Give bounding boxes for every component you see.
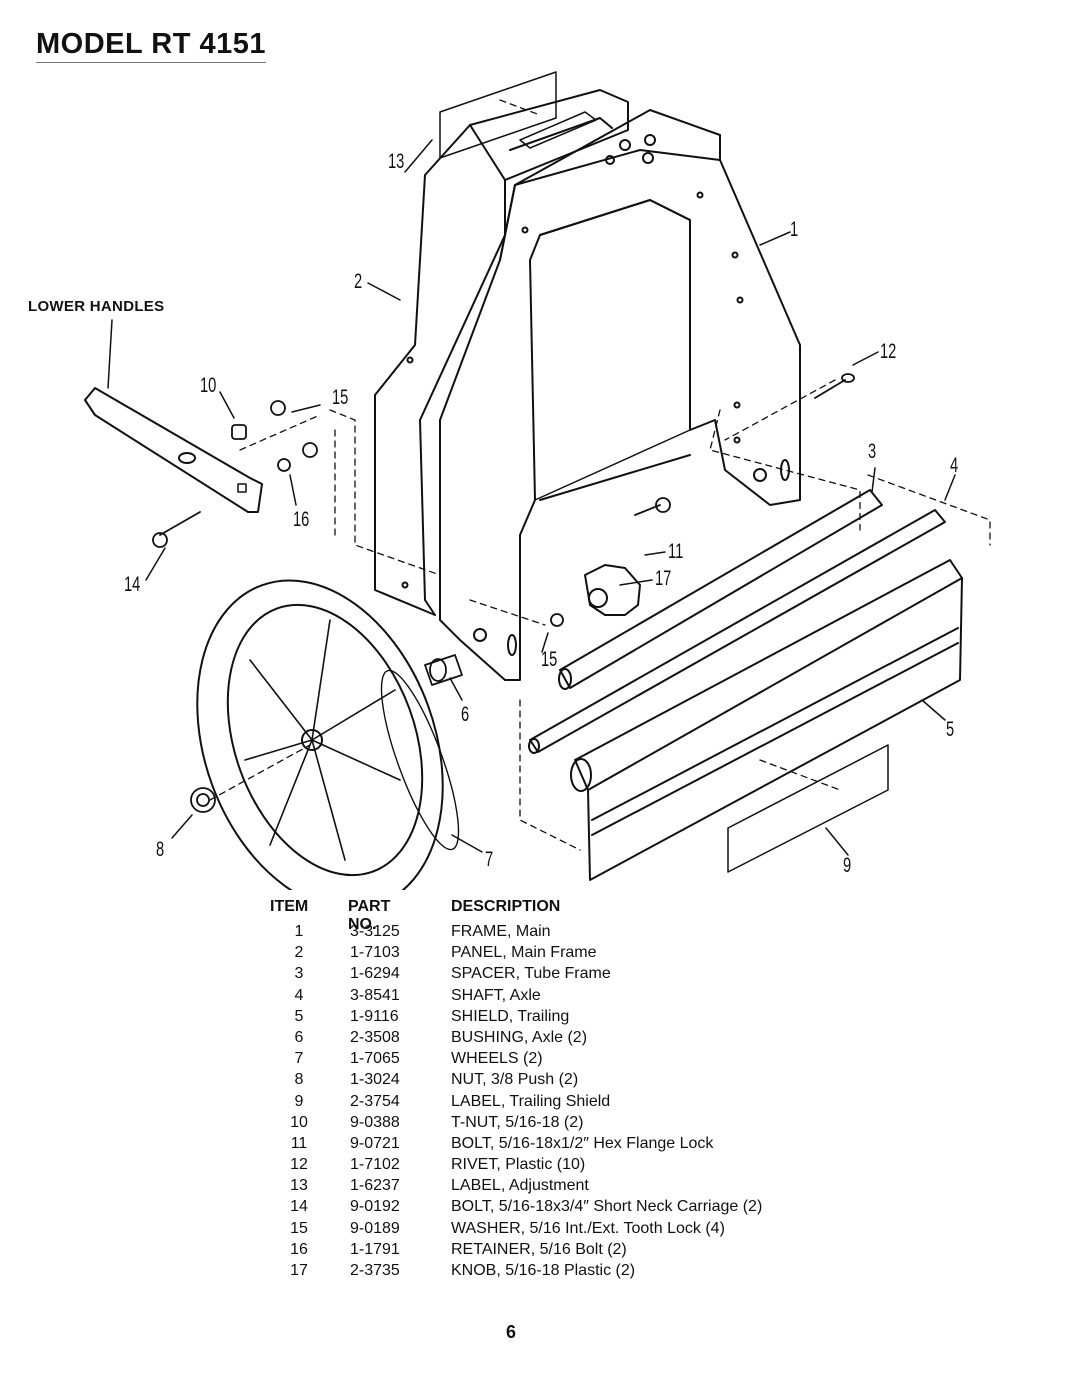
row-item: 14 xyxy=(290,1198,308,1216)
hardware-shapes xyxy=(152,373,855,813)
row-item: 10 xyxy=(290,1113,308,1131)
row-part-no: 9-0721 xyxy=(350,1134,400,1152)
row-description: WHEELS (2) xyxy=(451,1050,543,1068)
knob-shape xyxy=(584,564,641,616)
row-description: PANEL, Main Frame xyxy=(451,944,597,962)
callout-8: 8 xyxy=(156,838,165,861)
row-part-no: 9-0192 xyxy=(350,1198,400,1216)
header-part-no: PART NO. xyxy=(348,898,391,933)
row-description: SHAFT, Axle xyxy=(451,986,541,1004)
wheel-shape xyxy=(196,579,460,890)
row-item: 4 xyxy=(294,986,304,1004)
row-item: 17 xyxy=(290,1262,308,1279)
page-title: MODEL RT 4151 xyxy=(36,28,266,63)
row-part-no: 2-3754 xyxy=(350,1092,400,1110)
row-item: 9 xyxy=(294,1092,304,1110)
row-description: BOLT, 5/16-18x3/4″ Short Neck Carriage (… xyxy=(451,1198,763,1216)
row-description: NUT, 3/8 Push (2) xyxy=(451,1071,579,1089)
row-description: SPACER, Tube Frame xyxy=(451,965,611,983)
row-item: 13 xyxy=(290,1177,308,1195)
row-item: 5 xyxy=(294,1007,304,1025)
callout-11: 11 xyxy=(668,540,684,563)
callout-14: 14 xyxy=(124,573,141,596)
callout-15a: 15 xyxy=(332,386,349,409)
callout-6: 6 xyxy=(461,703,470,726)
row-description: BUSHING, Axle (2) xyxy=(451,1028,588,1046)
row-part-no: 2-3508 xyxy=(350,1028,400,1046)
callout-2: 2 xyxy=(354,270,363,293)
callout-1: 1 xyxy=(790,218,799,241)
row-description: SHIELD, Trailing xyxy=(451,1007,570,1025)
row-description: LABEL, Adjustment xyxy=(451,1177,589,1195)
row-part-no: 2-3735 xyxy=(350,1262,400,1279)
row-item: 15 xyxy=(290,1219,308,1237)
main-frame-panel-shape xyxy=(374,89,629,616)
callout-5: 5 xyxy=(946,718,955,741)
row-part-no: 1-1791 xyxy=(350,1240,400,1258)
row-description: BOLT, 5/16-18x1/2″ Hex Flange Lock xyxy=(451,1134,714,1152)
callout-17: 17 xyxy=(655,567,672,590)
tube-shapes xyxy=(528,489,946,754)
row-part-no: 1-6294 xyxy=(350,965,400,983)
row-part-no: 3-8541 xyxy=(350,986,400,1004)
row-item: 12 xyxy=(290,1156,308,1174)
row-part-no: 1-7103 xyxy=(350,944,400,962)
callout-16: 16 xyxy=(293,508,310,531)
row-item: 8 xyxy=(294,1071,304,1089)
callout-12: 12 xyxy=(880,340,897,363)
row-description: WASHER, 5/16 Int./Ext. Tooth Lock (4) xyxy=(451,1219,725,1237)
row-item: 16 xyxy=(290,1240,308,1258)
lower-handles-label: LOWER HANDLES xyxy=(28,298,165,315)
row-part-no: 1-9116 xyxy=(350,1007,399,1025)
row-item: 3 xyxy=(294,965,304,983)
trailing-shield-shape xyxy=(570,559,963,881)
adjustment-label-shape xyxy=(439,71,557,159)
row-item: 1 xyxy=(294,923,304,940)
header-description: DESCRIPTION xyxy=(451,898,561,915)
row-description: T-NUT, 5/16-18 (2) xyxy=(451,1113,584,1131)
row-item: 6 xyxy=(294,1028,304,1046)
row-description: FRAME, Main xyxy=(451,923,551,940)
leader-lines xyxy=(107,139,956,856)
row-part-no: 3-3125 xyxy=(350,923,400,940)
row-description: RETAINER, 5/16 Bolt (2) xyxy=(451,1240,627,1258)
row-part-no: 1-3024 xyxy=(350,1071,400,1089)
row-part-no: 1-6237 xyxy=(350,1177,400,1195)
row-part-no: 1-7065 xyxy=(350,1050,400,1068)
row-description: RIVET, Plastic (10) xyxy=(451,1156,586,1174)
row-description: KNOB, 5/16-18 Plastic (2) xyxy=(451,1262,636,1279)
callout-10: 10 xyxy=(200,374,217,397)
callout-7: 7 xyxy=(485,848,494,871)
row-part-no: 9-0388 xyxy=(350,1113,400,1131)
row-item: 11 xyxy=(290,1134,308,1152)
row-part-no: 9-0189 xyxy=(350,1219,400,1237)
callout-4: 4 xyxy=(950,454,959,477)
callout-3: 3 xyxy=(868,440,877,463)
row-item: 7 xyxy=(294,1050,304,1068)
main-frame-shape xyxy=(401,109,801,681)
row-description: LABEL, Trailing Shield xyxy=(451,1092,611,1110)
trailing-shield-label-shape xyxy=(727,744,889,873)
row-item: 2 xyxy=(294,944,304,962)
row-part-no: 1-7102 xyxy=(350,1156,400,1174)
callout-13: 13 xyxy=(388,150,405,173)
callout-15b: 15 xyxy=(541,648,558,671)
lower-handle-shape xyxy=(84,387,263,513)
callout-9: 9 xyxy=(843,854,852,877)
header-item: ITEM xyxy=(270,898,309,915)
exploded-parts-diagram xyxy=(84,71,991,890)
page-number: 6 xyxy=(506,1322,517,1342)
assembly-lines xyxy=(209,99,991,851)
